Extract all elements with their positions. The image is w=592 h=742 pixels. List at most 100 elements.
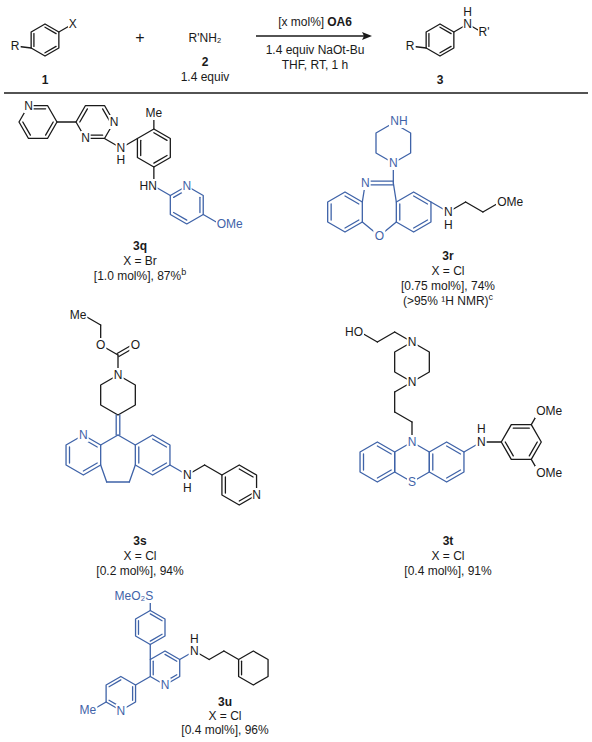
halide-note: X = Cl [430,549,465,563]
halide-note: X = Cl [207,709,242,723]
catalyst-loading: [x mol%] [278,15,324,29]
aromatic-bond [414,220,428,228]
aromatic-bond [83,463,97,471]
aromatic-bond [377,446,391,454]
aromatic-bond [154,133,167,141]
substituent-label: R [405,39,416,53]
aromatic-bond [399,204,400,220]
aromatic-bond [428,34,429,47]
atom-label: Me [78,703,97,717]
atom-label: H [116,153,127,167]
aromatic-bond [377,470,391,478]
aromatic-bond [239,469,253,477]
atom-label: S [407,475,417,489]
atom-label: N [462,17,473,31]
compound-number: 3t [442,534,455,548]
compound-number: 3s [132,534,147,548]
text-row: (>95% ¹H NMR)c [403,295,493,307]
aromatic-bond [45,46,56,52]
compound-number: 1 [41,73,50,87]
aromatic-bond [225,477,226,493]
substituent-label: R' [478,25,491,39]
bond-line [107,481,130,482]
aromatic-bond [154,156,167,164]
atom-label: H [476,422,487,436]
atom-label: N [113,368,124,382]
aromatic-bond [199,197,200,212]
divider-rule [4,92,588,94]
atom-label: OMe [535,466,563,480]
atom-label: N [23,99,34,113]
double-bond [119,415,120,435]
aromatic-bond [33,34,34,47]
ring-outline [136,611,165,645]
footnote-mark: b [181,267,186,277]
aromatic-bond [241,661,242,675]
atom-label: N [181,179,192,193]
compound-number: 3q [132,239,148,253]
ring-outline [360,442,395,482]
bond-line [57,121,76,122]
ring-outline [137,129,170,167]
atom-label: OMe [535,404,563,418]
atom-label: N [476,435,487,449]
atom-label: N [80,131,91,145]
ring-outline [135,435,170,475]
compound-number: 2 [201,55,210,69]
atom-label: HN [139,179,158,193]
aromatic-bond [153,661,154,675]
arrow-head [362,32,372,40]
atom-label: OMe [496,195,524,209]
atom-label: OMe [216,217,244,231]
conditions-text: 1.4 equiv NaOt-Bu [265,43,366,57]
ring-outline [31,24,59,56]
text-row: [1.0 mol%], 87%b [94,270,186,282]
compound-number: 3u [217,695,233,709]
atom-label: N [115,704,126,718]
bond-line [136,677,151,686]
aromatic-bond [414,196,428,204]
molecule-group [15,24,541,711]
atom-label: N [251,488,262,502]
aromatic-bond [174,213,187,221]
ring-outline [501,425,541,460]
aromatic-bond [345,196,359,204]
aromatic-bond [45,27,56,33]
bond-line [377,332,394,342]
atom-label: N [189,644,200,658]
yield-note: [0.2 mol%], 94% [95,564,184,578]
bond-line [394,392,395,412]
aromatic-bond [330,204,331,220]
aromatic-bond [529,442,537,456]
bond-line [150,645,151,660]
plus-sign: + [134,29,145,47]
nmr-yield-note: (>95% ¹H NMR) [403,294,489,308]
aromatic-bond [363,454,364,470]
halide-note: X = Cl [430,264,465,278]
reaction-arrow [256,35,364,36]
aromatic-bond [432,454,433,470]
bond-line [209,651,224,660]
halide-note: X = Br [122,254,158,268]
atom-label: N [407,375,418,389]
aromatic-bond [69,447,70,463]
bond-line [466,202,483,212]
aromatic-bond [109,680,121,687]
aromatic-bond [345,220,359,228]
atom-label: H [182,481,193,495]
aromatic-bond [165,654,177,661]
footnote-mark: c [489,292,494,302]
aromatic-bond [138,447,139,463]
ring-outline [426,24,454,56]
atom-label: N [182,468,193,482]
aromatic-bond [150,634,162,641]
aromatic-bond [46,122,54,135]
aromatic-bond [23,122,31,135]
compound-number: 3 [436,73,445,87]
atom-label: Me [69,308,88,322]
aromatic-bond [153,439,167,447]
ring-outline [328,192,363,232]
conditions-text: THF, RT, 1 h [281,58,349,72]
